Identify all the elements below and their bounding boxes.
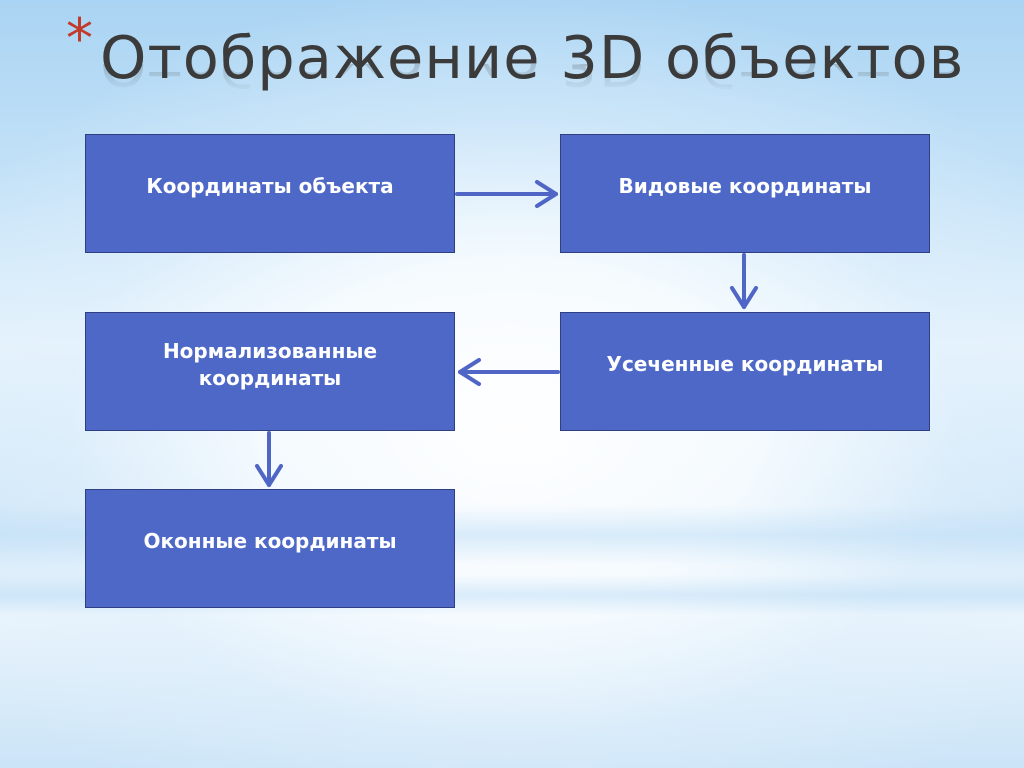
box-view-coordinates: Видовые координаты bbox=[560, 134, 930, 253]
box-label: Видовые координаты bbox=[618, 174, 872, 198]
arrow-object-to-view bbox=[455, 180, 558, 208]
title-bullet-icon: * bbox=[66, 7, 93, 70]
box-clip-coordinates: Усеченные координаты bbox=[560, 312, 930, 431]
arrow-view-to-clip bbox=[730, 253, 758, 309]
arrow-normalized-to-window bbox=[255, 431, 283, 487]
box-label: Усеченные координаты bbox=[606, 352, 884, 376]
slide-title-reflection: Отображение 3D объектов bbox=[100, 64, 964, 94]
title-area: * Отображение 3D объектов Отображение 3D… bbox=[60, 7, 964, 118]
slide-title: Отображение 3D объектов bbox=[100, 23, 965, 92]
box-object-coordinates: Координаты объекта bbox=[85, 134, 455, 253]
arrow-clip-to-normalized bbox=[458, 358, 560, 386]
box-window-coordinates: Оконные координаты bbox=[85, 489, 455, 608]
box-label: Нормализованные координаты bbox=[162, 338, 378, 390]
box-label: Координаты объекта bbox=[146, 174, 394, 198]
box-normalized-coordinates: Нормализованные координаты bbox=[85, 312, 455, 431]
box-label: Оконные координаты bbox=[143, 529, 397, 553]
